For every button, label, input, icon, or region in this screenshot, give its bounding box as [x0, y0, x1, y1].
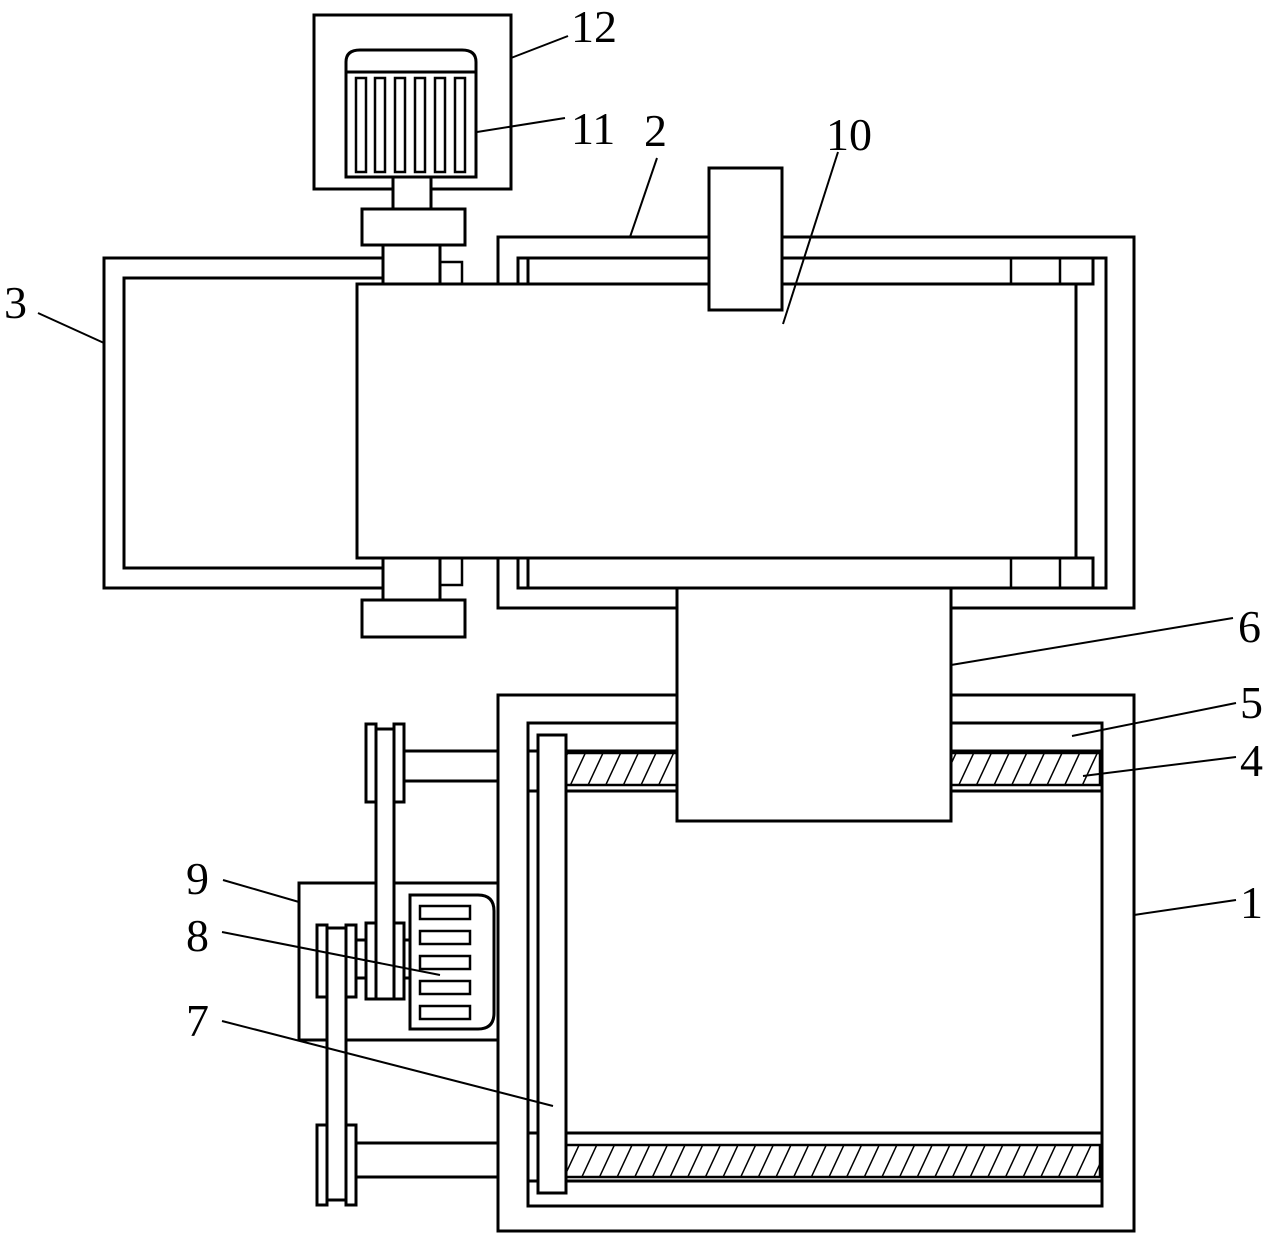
upper-belt	[374, 727, 396, 1001]
label-10: 10	[826, 109, 872, 160]
upper-pulley	[364, 722, 500, 804]
slider-6	[675, 586, 953, 823]
label-8: 8	[186, 910, 209, 961]
lower-pulley	[315, 1123, 500, 1207]
label-6: 6	[1238, 601, 1261, 652]
lower-shaft	[360, 556, 467, 639]
label-3: 3	[4, 277, 27, 328]
top-motor-11	[344, 48, 478, 179]
lower-belt	[325, 926, 348, 1202]
label-4: 4	[1240, 735, 1263, 786]
frame-3	[102, 256, 385, 590]
label-9: 9	[186, 853, 209, 904]
leader-lines	[37, 35, 1237, 1107]
label-1: 1	[1240, 877, 1263, 928]
reference-labels: 12 11 2 10 3 6 5 4 1 9 8 7	[4, 1, 1263, 1046]
label-11: 11	[571, 103, 615, 154]
motor-8	[408, 893, 496, 1031]
label-2: 2	[644, 105, 667, 156]
main-drum	[355, 282, 1078, 560]
top-motor-shaft	[360, 175, 467, 289]
label-5: 5	[1240, 677, 1263, 728]
block-10	[707, 166, 784, 312]
vertical-post-7	[536, 733, 568, 1195]
label-7: 7	[186, 995, 209, 1046]
lower-screw	[526, 1131, 1104, 1183]
label-12: 12	[571, 1, 617, 52]
